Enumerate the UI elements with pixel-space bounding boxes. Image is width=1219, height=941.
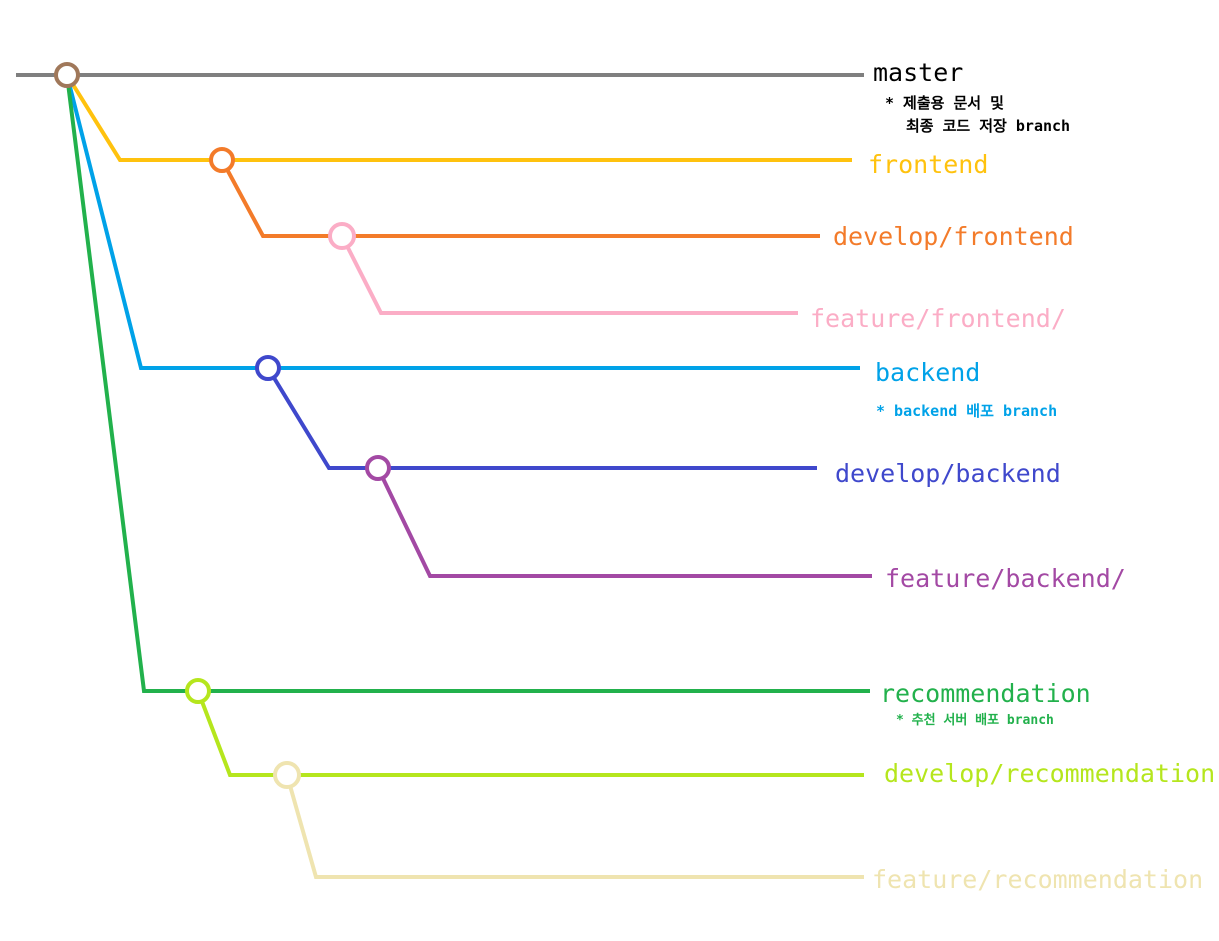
feature-frontend-branch-line [340,235,798,315]
feature-frontend-label: feature/frontend/ [810,304,1066,333]
backend-note: * backend 배포 branch [876,402,1057,420]
feature-recommendation-label: feature/recommendation [872,865,1203,894]
backend-commit-node [255,355,281,381]
frontend-label: frontend [868,150,988,179]
master-label: master [873,58,963,87]
recommendation-branch-line [65,74,870,693]
recommendation-commit-node [185,678,211,704]
develop-backend-commit-node [365,455,391,481]
feature-backend-label: feature/backend/ [885,564,1126,593]
master-note-line2: 최종 코드 저장 branch [906,117,1070,135]
frontend-commit-node [209,147,235,173]
recommendation-label: recommendation [880,679,1091,708]
develop-frontend-label: develop/frontend [833,222,1074,251]
feature-backend-branch-line [376,467,872,578]
master-note-line1: * 제출용 문서 및 [885,94,1004,112]
develop-recommendation-branch-line [196,690,864,777]
develop-backend-label: develop/backend [835,459,1061,488]
backend-branch-line [65,74,860,370]
recommendation-note: * 추천 서버 배포 branch [896,712,1054,728]
develop-recommendation-commit-node [273,761,301,789]
develop-frontend-branch-line [220,159,820,238]
backend-label: backend [875,358,980,387]
develop-recommendation-label: develop/recommendation [884,759,1215,788]
frontend-branch-line [65,73,852,162]
feature-recommendation-branch-line [285,774,864,879]
master-commit-node [54,62,80,88]
develop-backend-branch-line [266,366,817,470]
develop-frontend-commit-node [328,222,356,250]
